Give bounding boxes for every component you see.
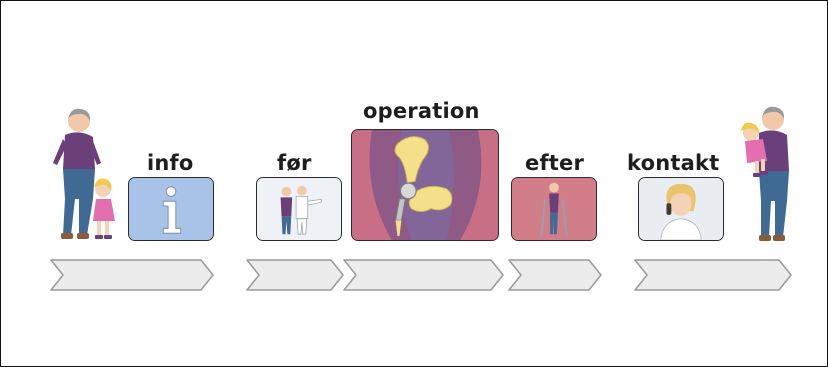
tile-for	[256, 177, 342, 241]
tile-operation	[351, 129, 499, 241]
tile-efter	[511, 177, 597, 241]
step-label-kontakt: kontakt	[627, 151, 720, 175]
arrow-segment-operation	[343, 259, 504, 291]
crutches-walking-icon	[512, 178, 596, 240]
hip-implant-icon	[352, 130, 498, 240]
step-label-efter: efter	[525, 151, 585, 175]
arrow-segment-kontakt	[634, 259, 792, 291]
tile-info	[128, 177, 214, 241]
step-label-for: før	[277, 151, 312, 175]
info-icon	[129, 178, 213, 240]
grandmother-child-icon	[53, 108, 115, 239]
arrow-segment-efter	[508, 259, 602, 291]
doctor-consultation-icon	[257, 178, 341, 240]
arrow-segment-for	[246, 259, 344, 291]
nurse-phone-icon	[639, 178, 723, 240]
tile-kontakt	[638, 177, 724, 241]
grandmother-holding-child-icon	[741, 106, 789, 241]
step-label-info: info	[147, 151, 194, 175]
arrow-segment-info	[50, 259, 214, 291]
step-label-operation: operation	[363, 99, 480, 123]
